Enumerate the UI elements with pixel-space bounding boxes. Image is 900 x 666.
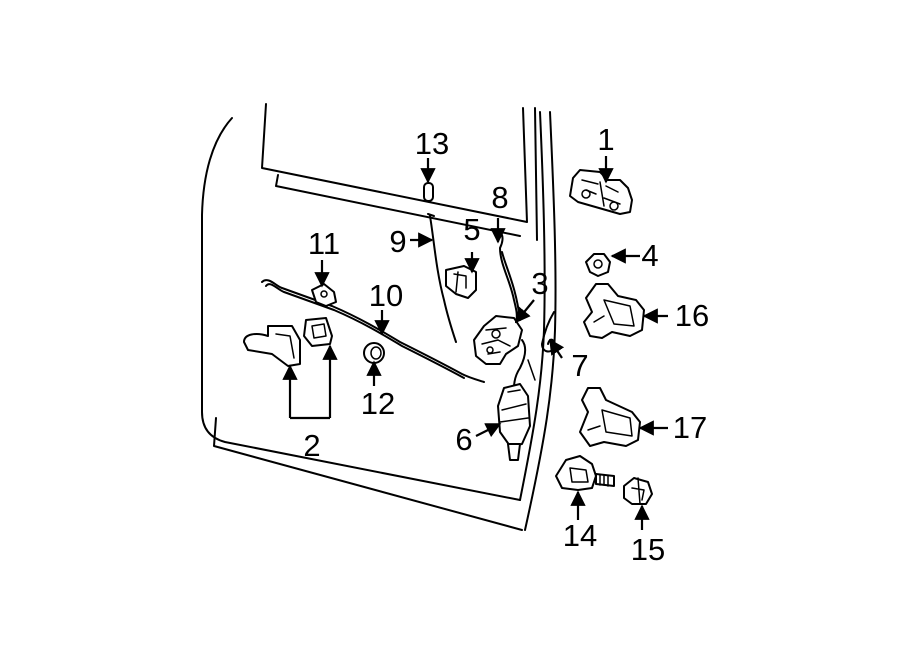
plug-part-13 — [423, 182, 434, 202]
callout-11: 11 — [308, 226, 340, 261]
hinge-part-16 — [583, 283, 645, 339]
callout-1: 1 — [597, 122, 614, 157]
callout-2: 2 — [303, 428, 320, 463]
hinge-part-14 — [555, 455, 615, 491]
door-outline — [201, 103, 557, 531]
callout-6: 6 — [455, 422, 472, 457]
leader-lines — [282, 156, 668, 530]
hinge-part-15 — [623, 477, 653, 505]
callout-13: 13 — [415, 126, 449, 161]
clip-part-11 — [311, 283, 337, 307]
callout-14: 14 — [563, 518, 597, 553]
handle-part-2 — [243, 317, 333, 367]
callout-15: 15 — [631, 532, 665, 567]
striker-part-4 — [585, 253, 611, 277]
callout-9: 9 — [389, 224, 406, 259]
rod-part-8 — [495, 231, 521, 323]
callout-7: 7 — [571, 348, 588, 383]
hinge-part-17 — [579, 387, 641, 447]
actuator-part-6 — [497, 339, 531, 461]
lock-assembly-part-3 — [473, 315, 523, 365]
callout-10: 10 — [369, 278, 403, 313]
grommet-part-12 — [363, 342, 385, 364]
callout-5: 5 — [463, 212, 480, 247]
callout-labels: 1 4 16 17 14 15 7 3 5 8 9 13 11 10 12 6 … — [303, 122, 709, 567]
callout-3: 3 — [531, 266, 548, 301]
rod-part-10 — [261, 279, 485, 383]
callout-17: 17 — [673, 410, 707, 445]
callout-4: 4 — [641, 238, 658, 273]
callout-8: 8 — [491, 180, 508, 215]
hinge-part-1 — [569, 169, 633, 215]
callout-16: 16 — [675, 298, 709, 333]
callout-12: 12 — [361, 386, 395, 421]
